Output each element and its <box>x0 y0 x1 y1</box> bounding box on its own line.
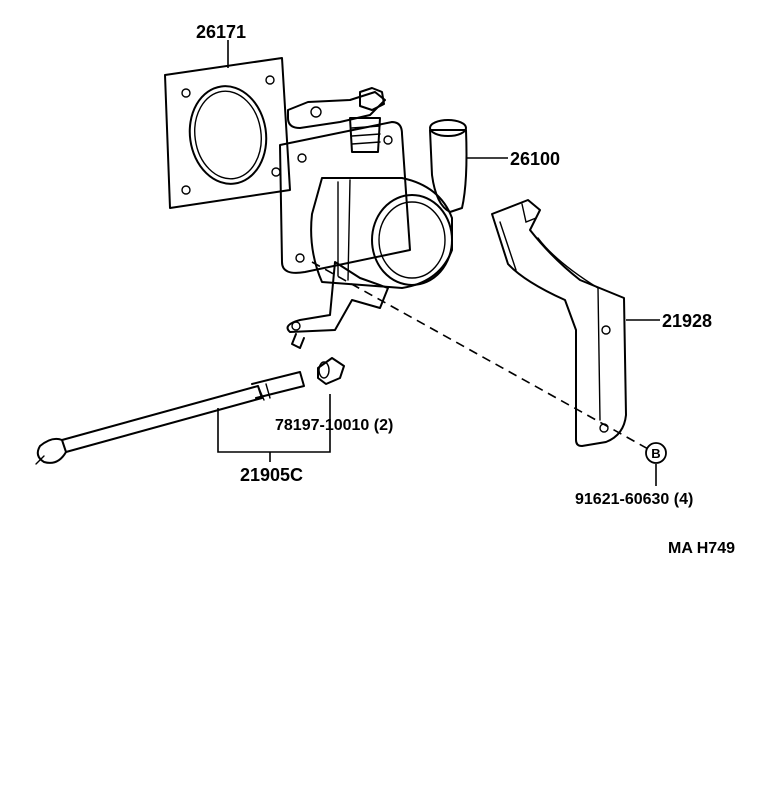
leader-sensor-bracket <box>217 394 331 453</box>
bolt-marker-letter: B <box>651 446 660 461</box>
label-throttle-body: 26100 <box>510 149 560 169</box>
bracket[interactable] <box>491 199 627 447</box>
label-fitting: 78197-10010 (2) <box>275 417 393 434</box>
label-gasket: 26171 <box>196 22 246 42</box>
bolt-marker[interactable]: B <box>645 442 667 464</box>
sensor-cable[interactable] <box>35 371 305 465</box>
label-sensor-cable: 21905C <box>240 465 303 485</box>
throttle-body[interactable] <box>279 87 468 349</box>
label-bracket: 21928 <box>662 311 712 331</box>
label-bolt: 91621-60630 (4) <box>575 491 693 508</box>
sensor-fitting[interactable] <box>317 357 345 385</box>
diagram-code: MA H749 <box>668 540 735 557</box>
gasket[interactable] <box>164 57 291 209</box>
alignment-dashed-line <box>311 261 651 451</box>
